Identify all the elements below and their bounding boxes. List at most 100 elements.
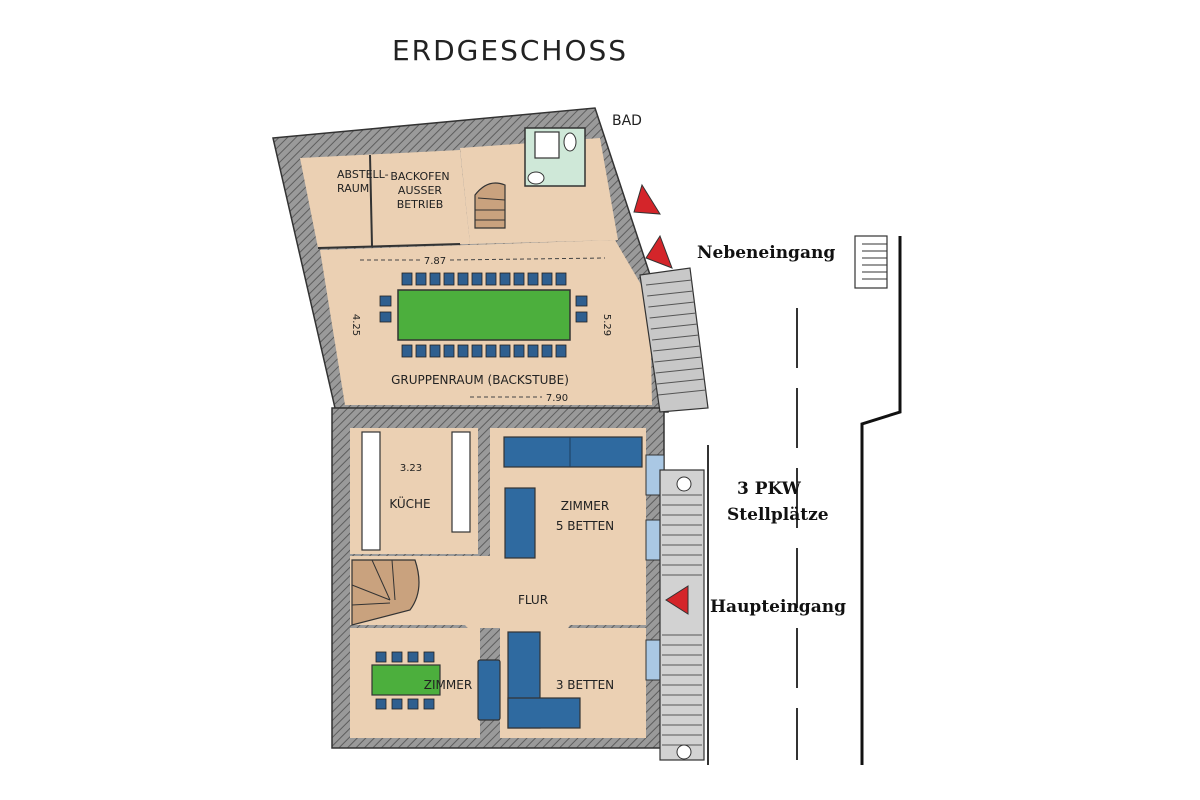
bad-label: BAD xyxy=(612,113,642,129)
chair xyxy=(401,344,413,358)
chair xyxy=(379,295,392,307)
dim-790: 7.90 xyxy=(546,393,568,404)
ramp-step xyxy=(654,356,702,363)
bed-5 xyxy=(507,697,581,729)
ramp-step xyxy=(656,378,705,385)
ramp-step xyxy=(655,367,704,374)
chair xyxy=(407,651,419,663)
dim-787: 7.87 xyxy=(424,256,446,267)
bed-1 xyxy=(503,436,643,468)
chair xyxy=(527,344,539,358)
chair xyxy=(457,344,469,358)
entrance-arrow-haupteingang xyxy=(665,585,689,615)
zimmer-table xyxy=(371,664,441,696)
chair xyxy=(485,272,497,286)
divider-upper xyxy=(317,243,461,249)
toilet-icon xyxy=(563,132,577,152)
chair xyxy=(407,698,419,710)
abstellraum-floor xyxy=(300,150,470,248)
ramp-step xyxy=(647,290,694,297)
chair xyxy=(429,272,441,286)
abstell-label-2: RAUM xyxy=(337,182,369,195)
dim-323: 3.23 xyxy=(400,463,422,474)
upper-stair xyxy=(474,182,506,229)
abstell-label-1: ABSTELL- xyxy=(337,168,389,181)
bed-3 xyxy=(477,659,501,721)
chair xyxy=(575,295,588,307)
parking-label-1: 3 PKW xyxy=(737,479,802,499)
chair xyxy=(541,272,553,286)
chair xyxy=(555,272,567,286)
dim-425: 4.25 xyxy=(350,314,361,336)
chair xyxy=(499,344,511,358)
ramp-step xyxy=(650,323,698,330)
gruppenraum-label: GRUPPENRAUM (BACKSTUBE) xyxy=(391,373,569,387)
zimmer-chairs xyxy=(375,651,435,710)
chair xyxy=(471,344,483,358)
betten-3-label: 3 BETTEN xyxy=(556,678,614,692)
bed-2 xyxy=(504,487,536,559)
ramp-step xyxy=(651,334,700,341)
upper-wing xyxy=(272,107,669,413)
kitchen-counter-left xyxy=(361,431,381,551)
chair xyxy=(415,272,427,286)
kitchen-counter-right xyxy=(451,431,471,533)
chair xyxy=(527,272,539,286)
gruppenraum-table xyxy=(397,289,571,341)
zimmer-5-label-1: ZIMMER xyxy=(561,499,609,513)
chair xyxy=(391,651,403,663)
entrance-arrow-bad xyxy=(633,183,661,215)
walkway-steps xyxy=(662,494,702,746)
dim-787-line-r xyxy=(449,257,606,261)
ramp-step xyxy=(653,345,701,352)
entrance-arrow-nebeneingang xyxy=(645,234,673,269)
chair xyxy=(423,651,435,663)
ramp xyxy=(639,267,709,413)
ramp-step xyxy=(648,301,695,308)
chair xyxy=(513,272,525,286)
zimmer-5-label-2: 5 BETTEN xyxy=(556,519,614,533)
chair xyxy=(423,698,435,710)
haupteingang-label: Haupteingang xyxy=(710,597,846,617)
chair xyxy=(375,651,387,663)
chair xyxy=(471,272,483,286)
chair xyxy=(513,344,525,358)
flur-label: FLUR xyxy=(518,593,548,607)
ramp-step xyxy=(649,312,697,319)
kueche-label: KÜCHE xyxy=(389,495,430,511)
chair xyxy=(555,344,567,358)
walkway-post-bottom xyxy=(676,744,692,760)
plan-title: ERDGESCHOSS xyxy=(392,34,628,67)
backofen-label-1: BACKOFEN xyxy=(390,170,449,183)
neighbour-stair-steps xyxy=(862,243,887,280)
parking-label-2: Stellplätze xyxy=(727,505,829,525)
chair xyxy=(429,344,441,358)
chair xyxy=(575,311,588,323)
ramp-step xyxy=(657,389,707,396)
chair xyxy=(375,698,387,710)
dim-529: 5.29 xyxy=(601,314,612,336)
chair xyxy=(379,311,392,323)
ramp-step xyxy=(645,279,693,286)
chair xyxy=(457,272,469,286)
gruppenraum-table-set xyxy=(379,272,588,358)
neighbour-building-outline xyxy=(860,236,902,765)
chair xyxy=(485,344,497,358)
chair xyxy=(391,698,403,710)
backofen-label-2: AUSSER xyxy=(398,184,442,197)
spiral-stair xyxy=(351,559,420,626)
zimmer-label: ZIMMER xyxy=(424,678,472,692)
chair xyxy=(415,344,427,358)
sink-icon xyxy=(527,171,545,185)
backofen-label-3: BETRIEB xyxy=(397,198,444,211)
walkway-post-top xyxy=(676,476,692,492)
nebeneingang-label: Nebeneingang xyxy=(697,243,835,263)
walkway xyxy=(659,469,705,761)
divider-abstell xyxy=(369,154,373,247)
chair xyxy=(443,272,455,286)
chair xyxy=(499,272,511,286)
shower-tray xyxy=(534,131,560,159)
chair xyxy=(541,344,553,358)
